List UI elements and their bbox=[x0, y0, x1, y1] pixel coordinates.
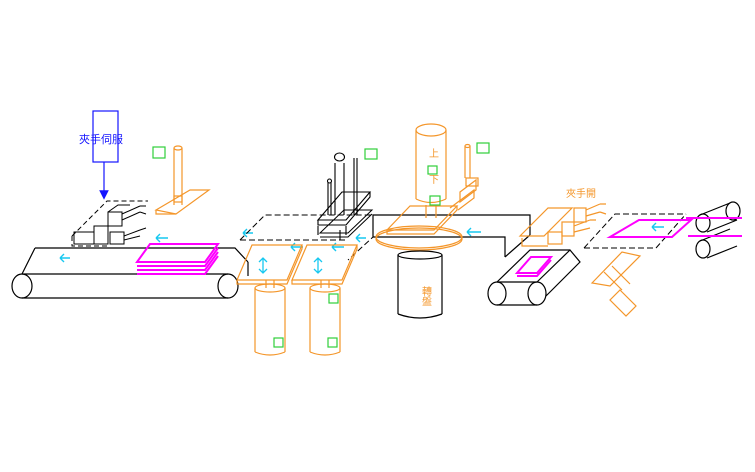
middle-plate-stack bbox=[318, 209, 374, 238]
servo-motor-body bbox=[92, 110, 119, 163]
down-label: 下 bbox=[429, 175, 439, 186]
stacking-press bbox=[316, 152, 372, 240]
exit-rollers bbox=[695, 201, 741, 259]
magenta-plate-stack bbox=[135, 243, 220, 275]
lift-cylinder-right bbox=[309, 280, 341, 356]
right-magenta-sheet bbox=[606, 219, 694, 238]
sensor-square-icon bbox=[429, 195, 441, 206]
turntable-conveyor bbox=[372, 214, 531, 258]
turntable-base bbox=[397, 250, 443, 319]
lift-table-left bbox=[236, 244, 303, 285]
transfer-zone bbox=[239, 214, 374, 261]
right-magenta-plate bbox=[514, 256, 554, 277]
sensor-square-icon bbox=[364, 148, 378, 160]
sensor-square-icon bbox=[273, 337, 284, 348]
servo-gripper-label: 夾手伺服 bbox=[79, 132, 123, 146]
lift-cylinder-left bbox=[254, 280, 286, 356]
turntable bbox=[375, 225, 463, 251]
servo-gripper-unit: 夾手伺服 bbox=[79, 110, 123, 200]
up-label: 上 bbox=[429, 148, 439, 160]
sensor-square-icon bbox=[328, 293, 339, 304]
left-gripper-mechanism bbox=[71, 200, 148, 247]
tilted-pusher bbox=[590, 251, 642, 317]
arrow-up-down-icon bbox=[258, 257, 323, 274]
exit-magenta-sheet bbox=[686, 217, 742, 237]
sensor-square-icon bbox=[427, 165, 438, 175]
lift-table-right bbox=[291, 244, 358, 285]
sensor-square-icon bbox=[476, 142, 490, 154]
turntable-side-post bbox=[449, 143, 479, 211]
right-dashed-zone bbox=[583, 213, 687, 249]
gripper-open-label: 夾手開 bbox=[566, 187, 596, 200]
right-conveyor bbox=[487, 249, 581, 306]
arrow-left-icon bbox=[59, 222, 664, 263]
updown-cylinder bbox=[385, 123, 459, 235]
left-pusher-post bbox=[154, 145, 211, 215]
turntable-label: 轉盤 bbox=[420, 285, 432, 306]
sensor-square-icon bbox=[152, 146, 166, 159]
gripper-open-mechanism bbox=[518, 203, 607, 247]
sensor-square-icon bbox=[327, 337, 338, 348]
